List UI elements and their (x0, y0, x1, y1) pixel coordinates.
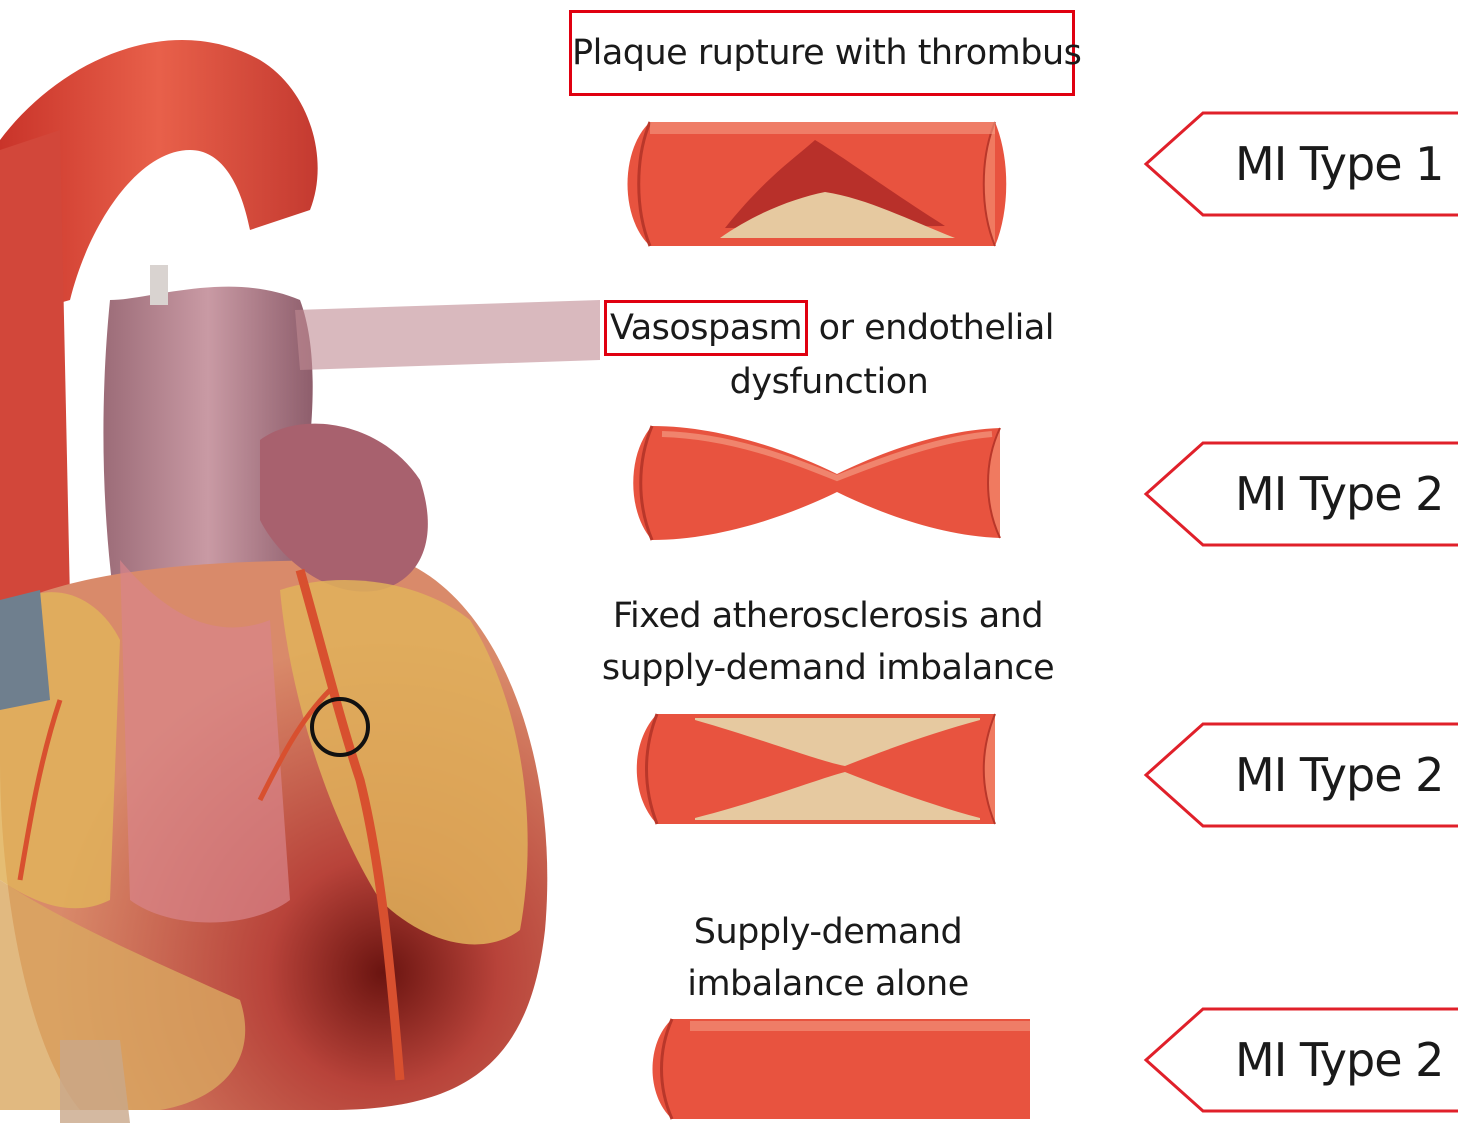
mi-type-label-4: MI Type 2 (1235, 1006, 1443, 1114)
caption-fixed-line1: Fixed atherosclerosis and (598, 590, 1058, 642)
vessel-fixed-atherosclerosis (635, 710, 1000, 828)
mi-type-label-3: MI Type 2 (1235, 721, 1443, 829)
mi-type-tag-3: MI Type 2 (1143, 721, 1458, 829)
caption-vasospasm: Vasospasm or endothelial dysfunction (600, 300, 1058, 408)
mi-type-tag-1: MI Type 1 (1143, 110, 1458, 218)
vessel-supply-demand (650, 1015, 1035, 1123)
vessel-vasospasm (632, 422, 1004, 544)
vessel-plaque-rupture (625, 118, 1010, 250)
heart-illustration (0, 0, 600, 1123)
caption-vasospasm-rest: or endothelial (808, 308, 1054, 348)
mi-type-tag-2: MI Type 2 (1143, 440, 1458, 548)
caption-vasospasm-line2: dysfunction (600, 356, 1058, 408)
vasospasm-word: Vasospasm (610, 308, 802, 348)
caption-fixed-atherosclerosis: Fixed atherosclerosis and supply-demand … (598, 590, 1058, 694)
vasospasm-highlight: Vasospasm (604, 300, 808, 356)
caption-fixed-line2: supply-demand imbalance (598, 642, 1058, 694)
mi-type-tag-4: MI Type 2 (1143, 1006, 1458, 1114)
caption-supply-line1: Supply-demand (628, 906, 1028, 958)
caption-supply-line2: imbalance alone (628, 958, 1028, 1010)
caption-plaque-rupture-text: Plaque rupture with thrombus (572, 33, 1081, 73)
caption-supply-demand: Supply-demand imbalance alone (628, 906, 1028, 1010)
caption-plaque-rupture: Plaque rupture with thrombus (569, 10, 1075, 96)
mi-type-label-1: MI Type 1 (1235, 110, 1443, 218)
mi-type-label-2: MI Type 2 (1235, 440, 1443, 548)
